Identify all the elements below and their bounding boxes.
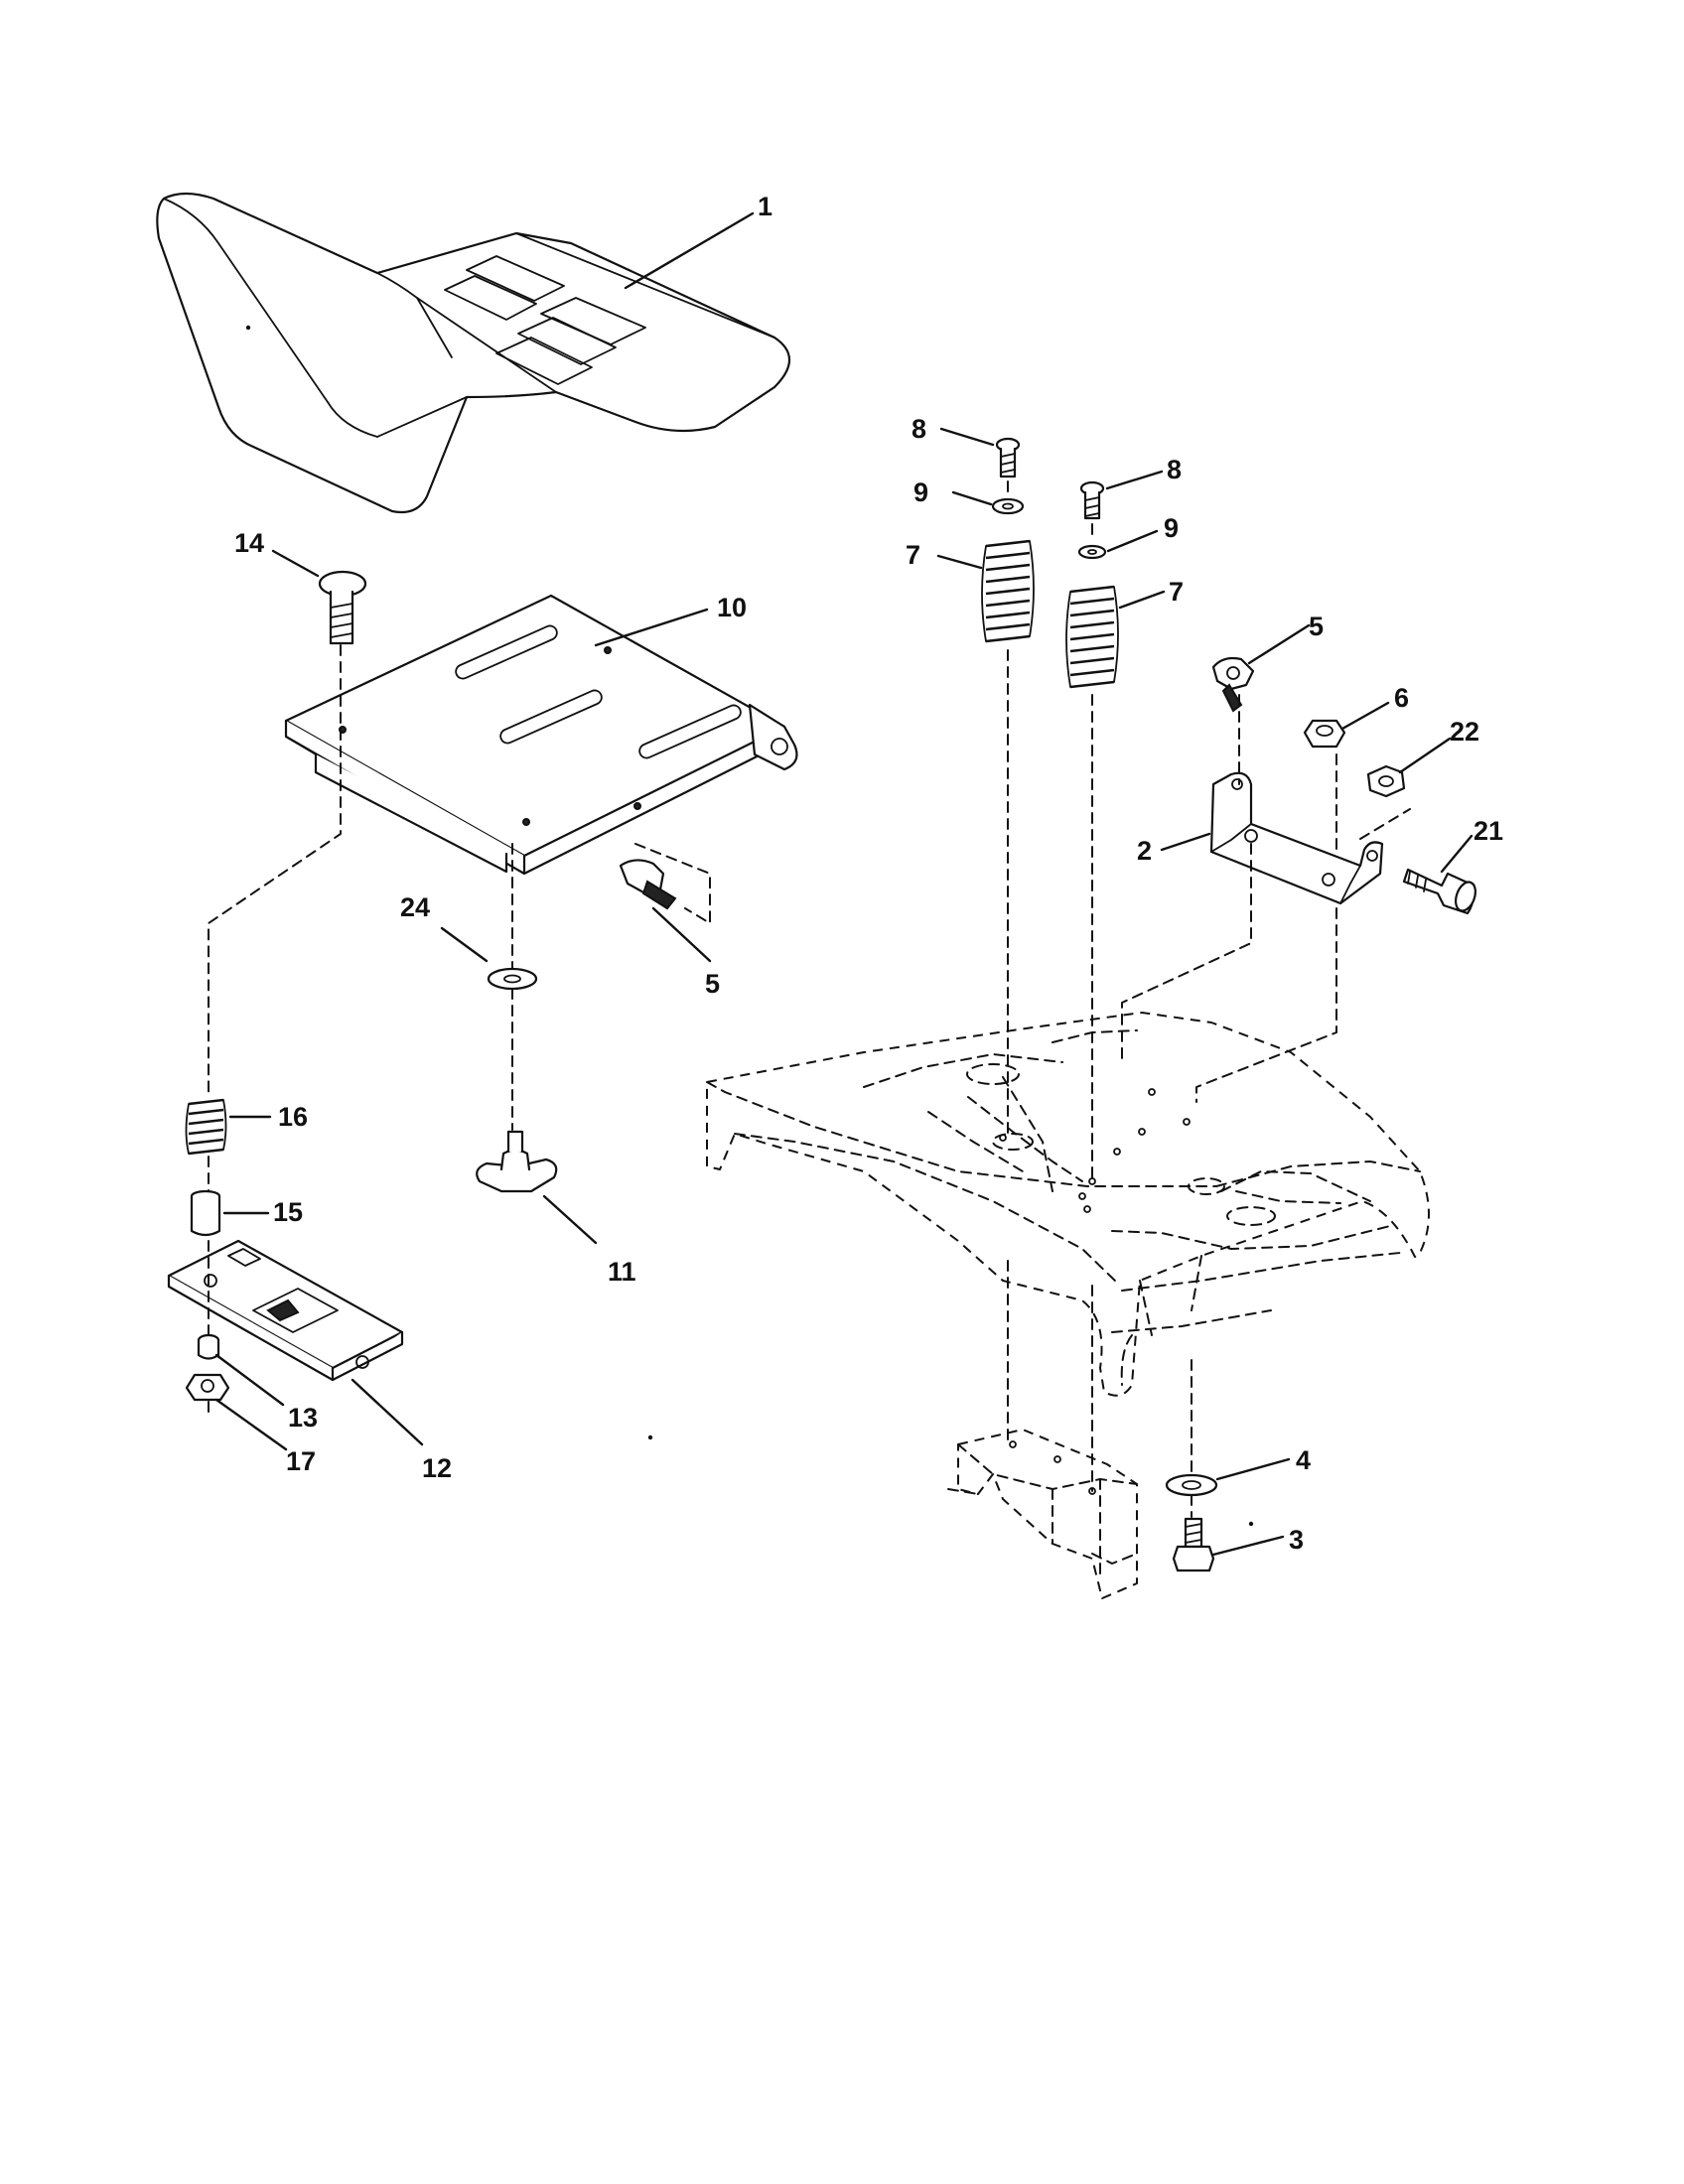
lower-mount-bracket — [947, 1429, 1138, 1599]
callout-7-right: 7 — [1169, 577, 1184, 607]
bracket-part-2: 2 — [1137, 771, 1384, 905]
callout-14: 14 — [234, 528, 264, 558]
carriage-bolt-part-14: 14 — [234, 528, 367, 645]
bolt-part-21: 21 — [1402, 816, 1503, 915]
nut-part-13: 13 — [197, 1333, 318, 1433]
bolt-part-3: 3 — [1172, 1517, 1304, 1572]
nut-part-22: 22 — [1366, 717, 1479, 798]
callout-9-left: 9 — [913, 478, 928, 507]
callout-22: 22 — [1450, 717, 1479, 747]
callout-11: 11 — [608, 1257, 636, 1287]
callout-9-right: 9 — [1164, 513, 1179, 543]
washer-part-24: 24 — [400, 892, 538, 991]
callout-17: 17 — [286, 1446, 316, 1476]
right-alignment-lines — [1007, 480, 1411, 1518]
callout-5-left: 5 — [705, 969, 720, 999]
callout-8-left: 8 — [912, 414, 926, 444]
callout-7-left: 7 — [906, 540, 920, 570]
spring-bolt-left-stack: 8 9 7 — [906, 414, 1035, 643]
callout-13: 13 — [288, 1403, 318, 1433]
callout-24: 24 — [400, 892, 430, 922]
callout-10: 10 — [717, 593, 747, 622]
callout-4: 4 — [1296, 1445, 1311, 1475]
spacer-part-15: 15 — [190, 1189, 303, 1237]
callout-2: 2 — [1137, 836, 1152, 866]
clip-part-5-right: 5 — [1211, 612, 1324, 713]
callout-12: 12 — [422, 1453, 452, 1483]
callout-3: 3 — [1289, 1525, 1304, 1555]
knob-part-11: 11 — [476, 1130, 636, 1287]
callout-15: 15 — [273, 1197, 303, 1227]
spring-part-16: 16 — [185, 1098, 308, 1156]
callout-1: 1 — [758, 192, 772, 221]
washer-part-4: 4 — [1165, 1445, 1311, 1497]
callout-16: 16 — [278, 1102, 308, 1132]
callout-8-right: 8 — [1167, 455, 1182, 484]
nut-part-6: 6 — [1303, 683, 1409, 749]
spring-bolt-right-stack: 8 9 7 — [1065, 455, 1184, 689]
clip-part-5-left: 5 — [619, 843, 720, 999]
lock-nut-part-17: 17 — [185, 1373, 316, 1476]
fender-chassis — [706, 1012, 1430, 1397]
callout-21: 21 — [1474, 816, 1503, 846]
callout-6: 6 — [1394, 683, 1409, 713]
left-alignment-lines — [208, 644, 513, 1416]
seat-pan-part-10: 10 — [284, 593, 798, 876]
callout-5-right: 5 — [1309, 612, 1324, 641]
seat-part: 1 — [156, 192, 790, 514]
slide-plate-part-12: 12 — [167, 1239, 452, 1483]
